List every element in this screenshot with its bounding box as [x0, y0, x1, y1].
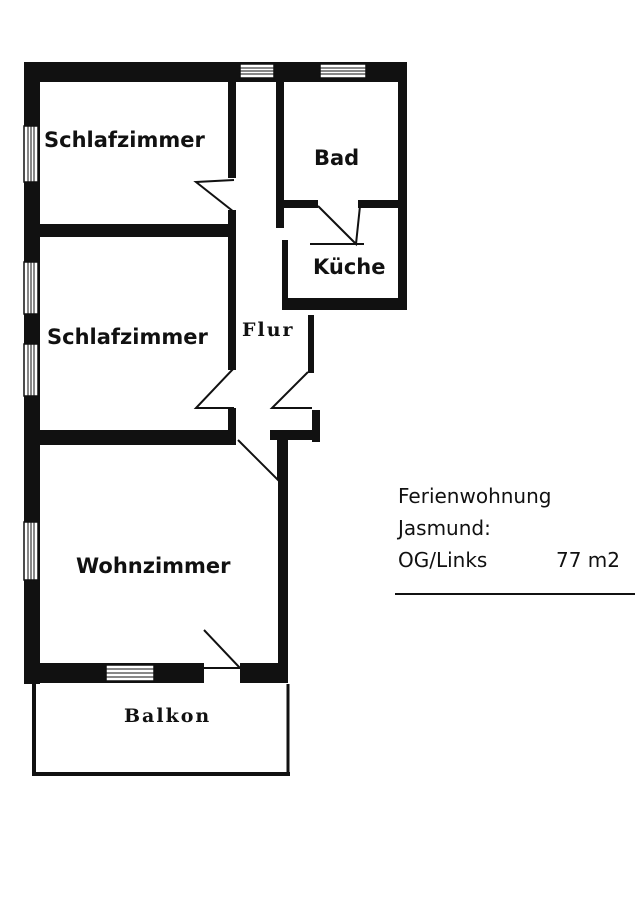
window-top-bath [319, 63, 367, 79]
bedroom-divider-wall [24, 224, 234, 237]
caption-underline [395, 593, 635, 595]
doors [193, 179, 364, 669]
info-area: 77 m2 [555, 548, 620, 572]
door-balcony [203, 629, 243, 669]
window-living-bottom [105, 664, 155, 682]
corridor-right-wall-upper [276, 78, 284, 228]
door-bedroom-1 [193, 179, 235, 213]
windows [23, 63, 367, 682]
window-living-left [23, 521, 39, 581]
info-title: Ferienwohnung [398, 484, 552, 508]
living-right-wall [278, 433, 288, 683]
window-bedroom-2-upper [23, 261, 39, 315]
balcony [32, 684, 290, 776]
door-corridor-right [269, 371, 312, 409]
corridor-left-wall-lower [228, 408, 236, 438]
window-bedroom-2-lower [23, 343, 39, 397]
label-hallway: Flur [242, 319, 295, 341]
living-top-wall [24, 430, 236, 445]
label-balcony: Balkon [124, 705, 211, 727]
label-kitchen: Küche [313, 255, 386, 279]
bath-kitchen-wall-left [282, 200, 318, 208]
info-floor-area: OG/Links 77 m2 [398, 544, 620, 576]
living-bottom-wall-right [240, 663, 288, 683]
door-bath [317, 205, 361, 247]
kitchen-bottom-wall [282, 298, 407, 310]
label-bathroom: Bad [314, 146, 359, 170]
corridor-stub-wall [308, 315, 314, 373]
info-floor: OG/Links [398, 548, 488, 572]
bath-kitchen-wall-right [358, 200, 407, 208]
window-top-corridor [239, 63, 275, 79]
door-bedroom-2 [193, 367, 235, 409]
top-wall [24, 62, 406, 82]
apartment-info: Ferienwohnung Jasmund: OG/Links 77 m2 [398, 480, 636, 576]
kitchen-right-wall [398, 62, 407, 310]
label-bedroom-1: Schlafzimmer [44, 128, 205, 152]
corridor-right-wall-lower [282, 240, 288, 308]
living-top-wall-right [270, 430, 320, 440]
label-bedroom-2: Schlafzimmer [47, 325, 208, 349]
info-location: Jasmund: [398, 516, 491, 540]
window-bedroom-1 [23, 125, 39, 183]
corridor-stub-wall-2 [312, 410, 320, 442]
corridor-left-wall-upper [228, 78, 236, 178]
label-living-room: Wohnzimmer [76, 554, 231, 578]
door-living [237, 439, 279, 483]
corridor-left-wall-middle [228, 210, 236, 370]
